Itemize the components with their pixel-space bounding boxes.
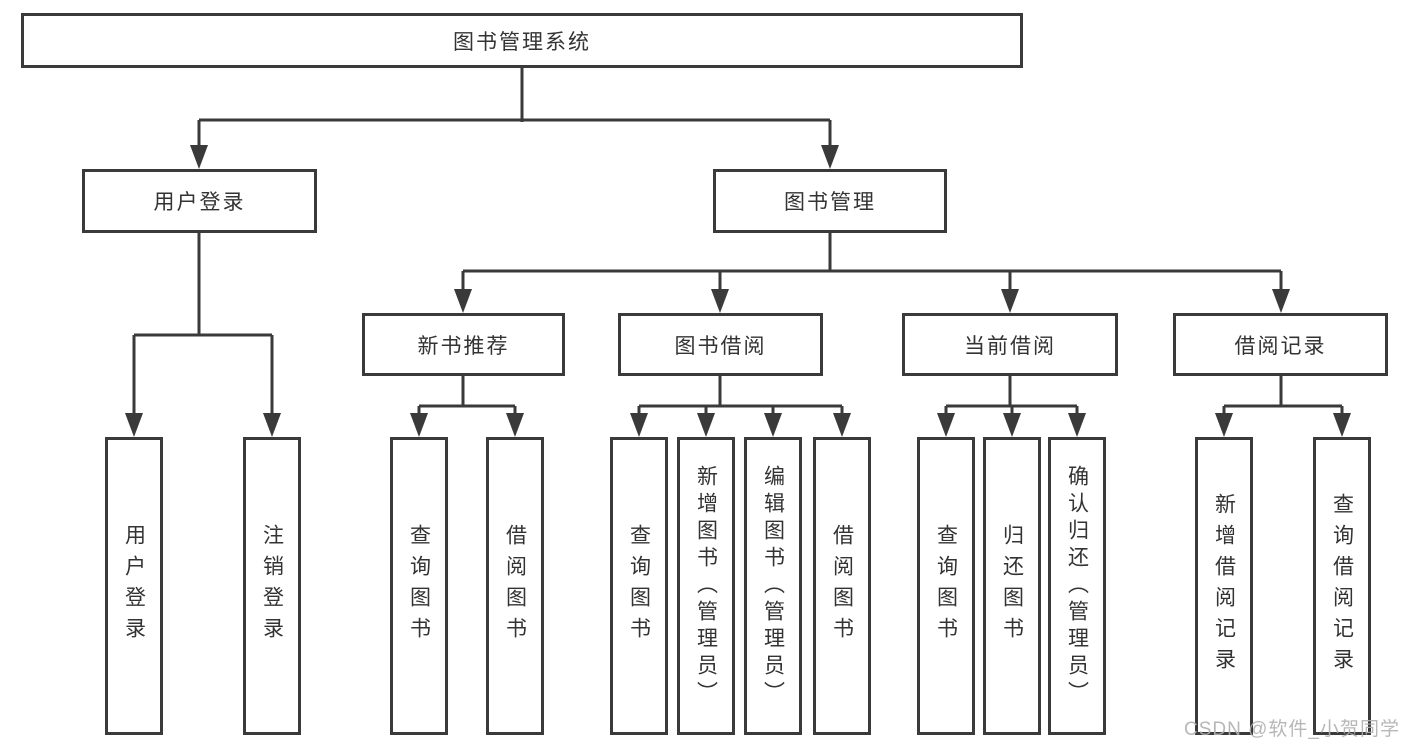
leaf-user-login: 用户登录 [105, 437, 163, 735]
leaf-logout: 注销登录 [243, 437, 301, 735]
node-book-management: 图书管理 [713, 169, 947, 233]
leaf-edit-book-admin: 编辑图书（管理员） [744, 437, 802, 735]
leaf-confirm-return-admin: 确认归还（管理员） [1048, 437, 1106, 735]
leaf-add-book-admin: 新增图书（管理员） [677, 437, 735, 735]
node-user-login: 用户登录 [82, 169, 317, 233]
leaf-return-book: 归还图书 [983, 437, 1041, 735]
leaf-query-borrow-record: 查询借阅记录 [1313, 437, 1371, 735]
leaf-borrow-book-recommend: 借阅图书 [486, 437, 544, 735]
node-new-book-recommend: 新书推荐 [362, 313, 565, 376]
leaf-query-book-borrow: 查询图书 [610, 437, 668, 735]
leaf-add-borrow-record: 新增借阅记录 [1195, 437, 1253, 735]
watermark-text: CSDN @软件_小贺同学 [1184, 719, 1400, 740]
node-current-borrow: 当前借阅 [902, 313, 1118, 376]
node-book-borrow: 图书借阅 [618, 313, 823, 376]
node-root: 图书管理系统 [21, 13, 1023, 68]
leaf-borrow-book-borrow: 借阅图书 [813, 437, 871, 735]
leaf-query-book-recommend: 查询图书 [390, 437, 448, 735]
leaf-query-book-current: 查询图书 [917, 437, 975, 735]
node-borrow-records: 借阅记录 [1173, 313, 1388, 376]
